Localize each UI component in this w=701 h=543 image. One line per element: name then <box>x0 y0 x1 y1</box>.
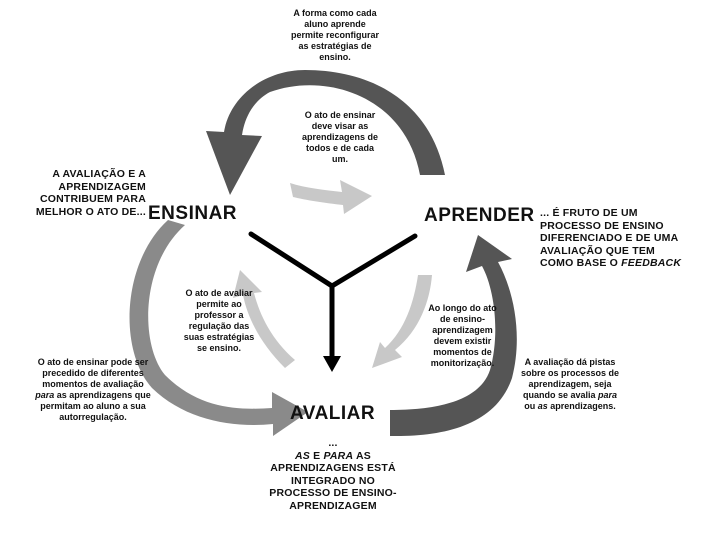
center-line-right <box>329 233 418 289</box>
caption-right-em: FEEDBACK <box>621 257 682 269</box>
caption-bottom-dots: ... <box>328 437 338 449</box>
node-ensinar: ENSINAR <box>148 203 238 224</box>
caption-bottom-post: AS APRENDIZAGENS ESTÁ INTEGRADO NO PROCE… <box>269 449 397 512</box>
caption-bottom: ... AS E PARA AS APRENDIZAGENS ESTÁ INTE… <box>268 437 398 512</box>
note-right-bottom: A avaliação dá pistas sobre os processos… <box>520 357 620 412</box>
note-left-bottom-em: para <box>35 390 55 400</box>
note-left-bottom-pre: O ato de ensinar pode ser precedido de d… <box>37 357 149 389</box>
outer-arrow-ensinar-to-avaliar <box>129 220 308 436</box>
note-right-bottom-em2: as <box>537 401 548 411</box>
caption-bottom-mid: E <box>313 449 321 462</box>
note-left-inner: O ato de avaliar permite ao professor a … <box>183 288 255 353</box>
outer-arrow-avaliar-to-aprender <box>390 235 517 437</box>
center-arrowhead <box>323 356 341 372</box>
note-top-inner: O ato de ensinar deve visar as aprendiza… <box>301 110 379 164</box>
note-left-bottom-post: as aprendizagens que permitam ao aluno a… <box>40 390 151 422</box>
inner-arrow-ensinar-to-aprender <box>290 180 372 214</box>
caption-bottom-em1: AS <box>295 449 310 462</box>
caption-right: ... É FRUTO DE UM PROCESSO DE ENSINO DIF… <box>540 207 685 270</box>
note-right-bottom-em1: para <box>598 390 618 400</box>
caption-left: A AVALIAÇÃO E A APRENDIZAGEM CONTRIBUEM … <box>35 168 146 218</box>
inner-arrow-aprender-to-avaliar <box>372 275 432 368</box>
caption-bottom-em2: PARA <box>323 449 354 462</box>
inner-arrow-avaliar-to-ensinar <box>233 270 295 368</box>
caption-right-pre: ... É FRUTO DE UM PROCESSO DE ENSINO DIF… <box>540 207 678 269</box>
note-right-bottom-pre: A avaliação dá pistas sobre os processos… <box>520 357 620 400</box>
node-aprender: APRENDER <box>424 205 535 226</box>
note-top-outer: A forma como cada aluno aprende permite … <box>290 8 380 62</box>
note-right-bottom-mid: ou <box>524 401 536 411</box>
note-right-inner: Ao longo do ato de ensino-aprendizagem d… <box>428 303 497 368</box>
note-left-bottom: O ato de ensinar pode ser precedido de d… <box>34 357 152 423</box>
center-line-left <box>248 231 335 289</box>
node-avaliar: AVALIAR <box>290 403 376 424</box>
outer-arrow-aprender-to-ensinar <box>206 70 445 195</box>
note-right-bottom-post: aprendizagens. <box>550 401 616 411</box>
